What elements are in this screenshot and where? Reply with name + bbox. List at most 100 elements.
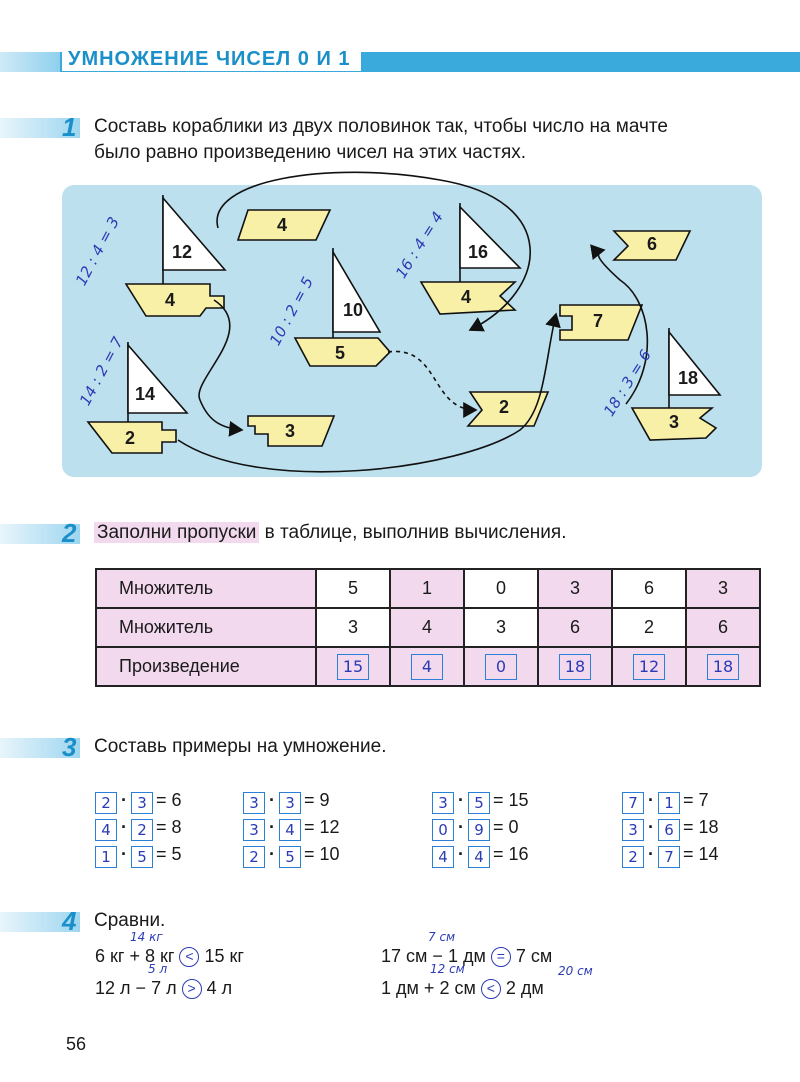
- equation-result: = 18: [683, 817, 719, 837]
- factor-box[interactable]: 3: [131, 792, 153, 814]
- table-cell: 15: [315, 646, 391, 687]
- row-label: Множитель: [95, 568, 317, 609]
- factor-box[interactable]: 4: [468, 846, 490, 868]
- row-label: Произведение: [95, 646, 317, 687]
- factor-box[interactable]: 5: [468, 792, 490, 814]
- equation: 1·5= 5: [95, 844, 182, 868]
- compare-b2-mid: 2 см: [439, 978, 476, 998]
- table-cell: 6: [537, 607, 613, 648]
- factor-box[interactable]: 9: [468, 819, 490, 841]
- compare-a1: 6 кг + 8 кг < 15 кг: [95, 946, 244, 967]
- factor-box[interactable]: 1: [95, 846, 117, 868]
- factor-box[interactable]: 3: [279, 792, 301, 814]
- compare-a2-left: 12 л: [95, 978, 131, 998]
- multiplication-table: Множитель 5 1 0 3 6 3 Множитель 3 4 3 6 …: [95, 568, 761, 687]
- factor-box[interactable]: 2: [243, 846, 265, 868]
- loose-piece-6: [612, 230, 692, 261]
- note-b2-2: 20 см: [558, 964, 593, 978]
- sail-number-4: 16: [467, 242, 489, 262]
- answer-box[interactable]: 12: [633, 653, 665, 680]
- equation: 4·2= 8: [95, 817, 182, 841]
- factor-box[interactable]: 0: [432, 819, 454, 841]
- arrow-a: [216, 171, 531, 332]
- multiply-dot: ·: [121, 817, 127, 837]
- note-b1: 7 см: [428, 930, 456, 944]
- equation-result: = 10: [304, 844, 340, 864]
- table-row: Множитель 5 1 0 3 6 3: [95, 568, 761, 609]
- factor-box[interactable]: 6: [658, 819, 680, 841]
- table-cell: 3: [315, 607, 391, 648]
- compare-sign[interactable]: <: [480, 979, 501, 999]
- compare-a2-op: −: [135, 978, 147, 998]
- loose-number-3: 3: [284, 421, 295, 441]
- factor-box[interactable]: 5: [279, 846, 301, 868]
- section-bar-1: [0, 118, 80, 138]
- factor-box[interactable]: 2: [131, 819, 153, 841]
- factor-box[interactable]: 3: [432, 792, 454, 814]
- factor-box[interactable]: 2: [622, 846, 644, 868]
- table-cell: 0: [463, 646, 539, 687]
- equation: 3·6= 18: [622, 817, 719, 841]
- arrow-c: [177, 312, 561, 473]
- answer-box[interactable]: 18: [707, 653, 739, 680]
- equation: 3·4= 12: [243, 817, 340, 841]
- factor-box[interactable]: 1: [658, 792, 680, 814]
- equation: 2·5= 10: [243, 844, 340, 868]
- compare-sign[interactable]: =: [490, 947, 511, 967]
- loose-piece-4: [236, 209, 332, 241]
- sail-3: [332, 249, 382, 333]
- exercise-number-4: 4: [62, 906, 77, 936]
- answer-box[interactable]: 18: [559, 653, 591, 680]
- compare-b1-mid: 1 дм: [447, 946, 486, 966]
- table-cell: 18: [537, 646, 613, 687]
- multiply-dot: ·: [269, 790, 275, 810]
- loose-number-2: 2: [498, 397, 509, 417]
- factor-box[interactable]: 5: [131, 846, 153, 868]
- factor-box[interactable]: 4: [432, 846, 454, 868]
- compare-sign[interactable]: <: [179, 947, 200, 967]
- answer-box[interactable]: 4: [411, 653, 443, 680]
- table-cell: 4: [389, 607, 465, 648]
- row-label: Множитель: [95, 607, 317, 648]
- factor-box[interactable]: 2: [95, 792, 117, 814]
- equation-result: = 14: [683, 844, 719, 864]
- answer-box[interactable]: 0: [485, 653, 517, 680]
- table-cell: 18: [685, 646, 761, 687]
- hull-number-3: 5: [334, 343, 345, 363]
- multiply-dot: ·: [269, 817, 275, 837]
- loose-piece-3: [247, 415, 336, 447]
- compare-b2-op: +: [423, 978, 435, 998]
- factor-box[interactable]: 4: [95, 819, 117, 841]
- equation-result: = 0: [493, 817, 519, 837]
- compare-a2-mid: 7 л: [151, 978, 177, 998]
- equation: 3·3= 9: [243, 790, 330, 814]
- multiply-dot: ·: [648, 790, 654, 810]
- sail-4: [459, 205, 522, 269]
- sail-number-2: 14: [134, 384, 156, 404]
- exercise-2-text: Заполни пропуски в таблице, выполнив выч…: [94, 522, 566, 544]
- sail-1: [162, 195, 227, 271]
- table-cell: 12: [611, 646, 687, 687]
- table-row: Произведение 15 4 0 18 12 18: [95, 646, 761, 687]
- factor-box[interactable]: 3: [622, 819, 644, 841]
- multiply-dot: ·: [648, 817, 654, 837]
- factor-box[interactable]: 7: [658, 846, 680, 868]
- factor-box[interactable]: 7: [622, 792, 644, 814]
- loose-number-4: 4: [276, 215, 287, 235]
- table-cell: 5: [315, 568, 391, 609]
- hull-5: [630, 407, 718, 441]
- compare-sign[interactable]: >: [181, 979, 202, 999]
- factor-box[interactable]: 3: [243, 792, 265, 814]
- equation-result: = 5: [156, 844, 182, 864]
- note-b2-1: 12 см: [430, 962, 465, 976]
- multiply-dot: ·: [458, 844, 464, 864]
- compare-b1-left: 17 см: [381, 946, 428, 966]
- loose-number-7: 7: [592, 311, 603, 331]
- equation-result: = 15: [493, 790, 529, 810]
- factor-box[interactable]: 3: [243, 819, 265, 841]
- factor-box[interactable]: 4: [279, 819, 301, 841]
- answer-box[interactable]: 15: [337, 653, 369, 680]
- table-cell: 0: [463, 568, 539, 609]
- compare-a2-right: 4 л: [206, 978, 233, 998]
